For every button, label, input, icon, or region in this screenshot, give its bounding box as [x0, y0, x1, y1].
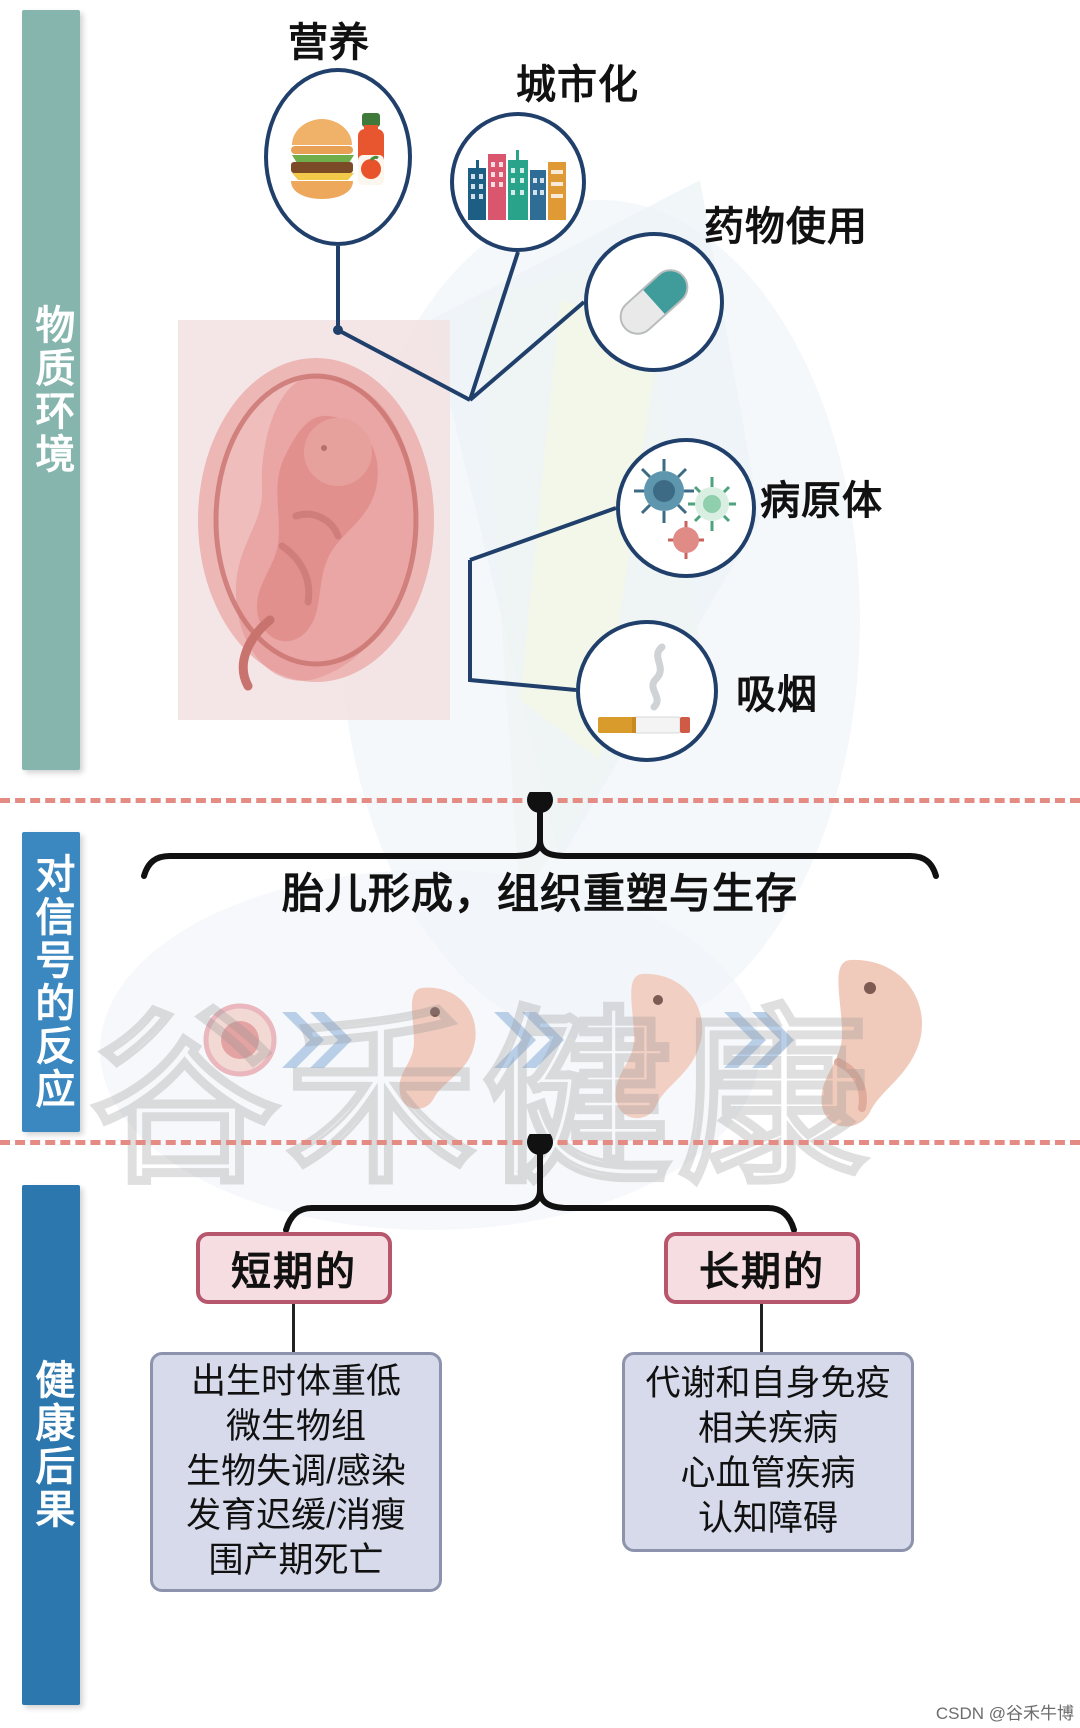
outcome-item: 发育迟缓/消瘦 [186, 1496, 406, 1536]
exposure-bubble-pathogens[interactable] [616, 438, 756, 578]
exposure-label-smoking: 吸烟 [736, 673, 818, 717]
outcome-item: 生物失调/感染 [186, 1451, 406, 1491]
capsule-pill-icon [619, 269, 689, 335]
exposure-label-nutrition: 营养 [288, 21, 370, 65]
outcome-pill-label: 长期的 [699, 1250, 825, 1294]
outcome-box-short-term: 出生时体重低 微生物组 生物失调/感染 发育迟缓/消瘦 围产期死亡 [150, 1352, 442, 1592]
fetal-programming-caption: 胎儿形成，组织重塑与生存 [281, 870, 798, 917]
connector-stem-short-term [292, 1304, 295, 1352]
outcome-pill-long-term[interactable]: 长期的 [664, 1232, 860, 1304]
section-band-label: 健康后果 [29, 1359, 74, 1531]
outcome-item: 相关疾病 [697, 1409, 838, 1449]
exposure-bubble-urbanization[interactable] [450, 112, 586, 252]
outcome-item: 认知障碍 [697, 1498, 838, 1538]
city-buildings-icon [468, 150, 566, 220]
section-band-label: 物质环境 [29, 304, 74, 476]
exposure-label-urbanization: 城市化 [516, 63, 639, 107]
exposure-label-drug-use: 药物使用 [704, 205, 868, 249]
credit-watermark: CSDN @谷禾牛博 [935, 1704, 1074, 1723]
section-band-health-outcomes: 健康后果 [22, 1185, 80, 1705]
cigarette-icon [598, 643, 690, 734]
section-band-physical-environment: 物质环境 [22, 10, 80, 770]
outcome-pill-label: 短期的 [231, 1250, 357, 1294]
outcome-box-long-term: 代谢和自身免疫 相关疾病 心血管疾病 认知障碍 [622, 1352, 914, 1552]
burger-drink-icon [291, 113, 384, 199]
exposure-bubble-smoking[interactable] [576, 620, 718, 762]
outcome-item: 心血管疾病 [680, 1454, 856, 1493]
connector-stem-long-term [760, 1304, 763, 1352]
outcome-item: 代谢和自身免疫 [645, 1364, 891, 1404]
section-band-label: 对信号的反应 [29, 853, 74, 1111]
embryo-development-stages-icon [203, 959, 923, 1127]
virus-icon [634, 459, 736, 559]
exposure-bubble-nutrition[interactable] [264, 68, 412, 246]
exposure-bubble-drug-use[interactable] [584, 232, 724, 372]
bottom-brace [283, 1134, 797, 1233]
outcome-pill-short-term[interactable]: 短期的 [196, 1232, 392, 1304]
outcome-item: 出生时体重低 [190, 1362, 401, 1402]
outcome-item: 微生物组 [225, 1406, 366, 1446]
outcome-item: 围产期死亡 [208, 1541, 384, 1581]
section-band-signal-response: 对信号的反应 [22, 832, 80, 1132]
exposure-label-pathogens: 病原体 [760, 479, 883, 523]
